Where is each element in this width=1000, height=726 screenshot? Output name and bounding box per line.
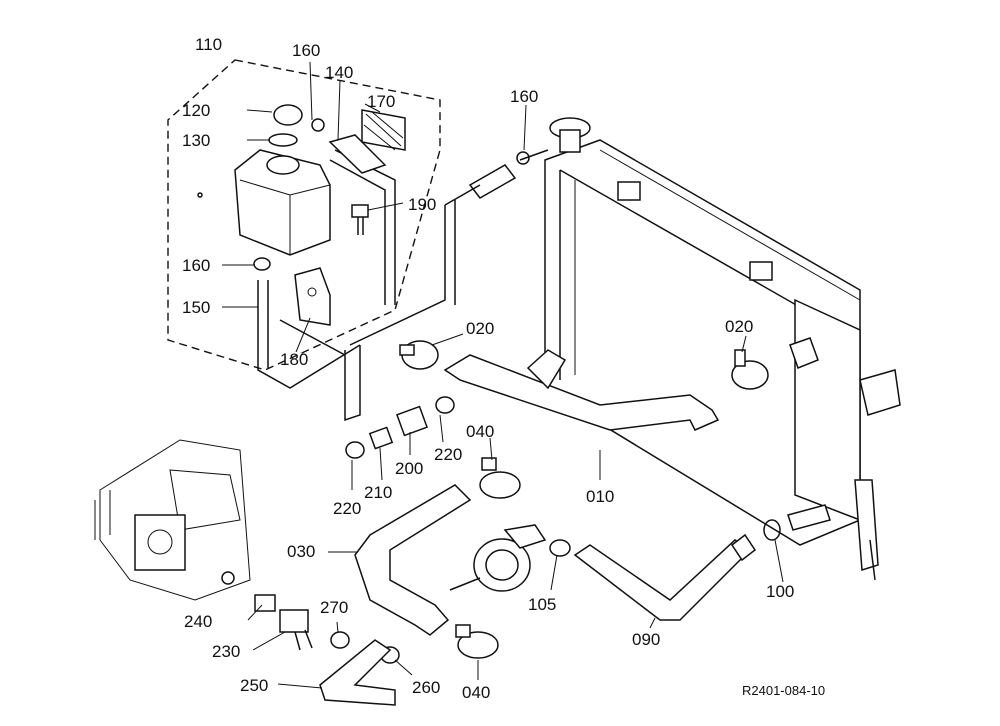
callout-250: 250 [240,676,268,695]
leader-lines [222,61,784,689]
callout-140: 140 [325,63,353,82]
drain-hose [319,639,396,706]
callout-130: 130 [182,131,210,150]
callout-020-right: 020 [725,317,753,336]
radiator-cap [519,117,591,161]
callout-100: 100 [766,582,794,601]
drain-cock [254,594,313,651]
bolt-190 [351,204,369,235]
overflow-hoses [257,134,517,389]
hose-clamps [253,118,781,664]
callout-labels: 110 160 140 120 170 130 190 160 150 180 … [182,35,825,702]
callout-120: 120 [182,101,210,120]
engine-block [94,439,251,601]
callout-210: 210 [364,483,392,502]
callout-160-radiator: 160 [510,87,538,106]
water-pump [449,524,547,592]
callout-020-left: 020 [466,319,494,338]
callout-105: 105 [528,595,556,614]
callout-110: 110 [195,35,222,54]
callout-200: 200 [395,459,423,478]
reserve-tank [197,104,331,256]
callout-090: 090 [632,630,660,649]
callout-230: 230 [212,642,240,661]
callout-160-left: 160 [182,256,210,275]
callout-220-upper: 220 [434,445,462,464]
radiator [544,139,901,581]
callout-260: 260 [412,678,440,697]
reference-code: R2401-084-10 [742,683,825,698]
callout-270: 270 [320,598,348,617]
bypass-hose [573,533,757,621]
callout-220-lower: 220 [333,499,361,518]
reserve-tank-group-outline [167,59,441,371]
callout-190: 190 [408,195,436,214]
callout-150: 150 [182,298,210,317]
callout-030: 030 [287,542,315,561]
callout-240: 240 [184,612,212,631]
callout-040-lower: 040 [462,683,490,702]
tank-bracket [279,267,361,422]
upper-hose [443,337,819,431]
label-plate [361,109,406,151]
callout-160-top: 160 [292,41,320,60]
lower-hose [354,484,472,636]
callout-010: 010 [586,487,614,506]
callout-170: 170 [367,92,395,111]
callout-180: 180 [280,350,308,369]
callout-040-upper: 040 [466,422,494,441]
hose-fittings [345,396,455,459]
